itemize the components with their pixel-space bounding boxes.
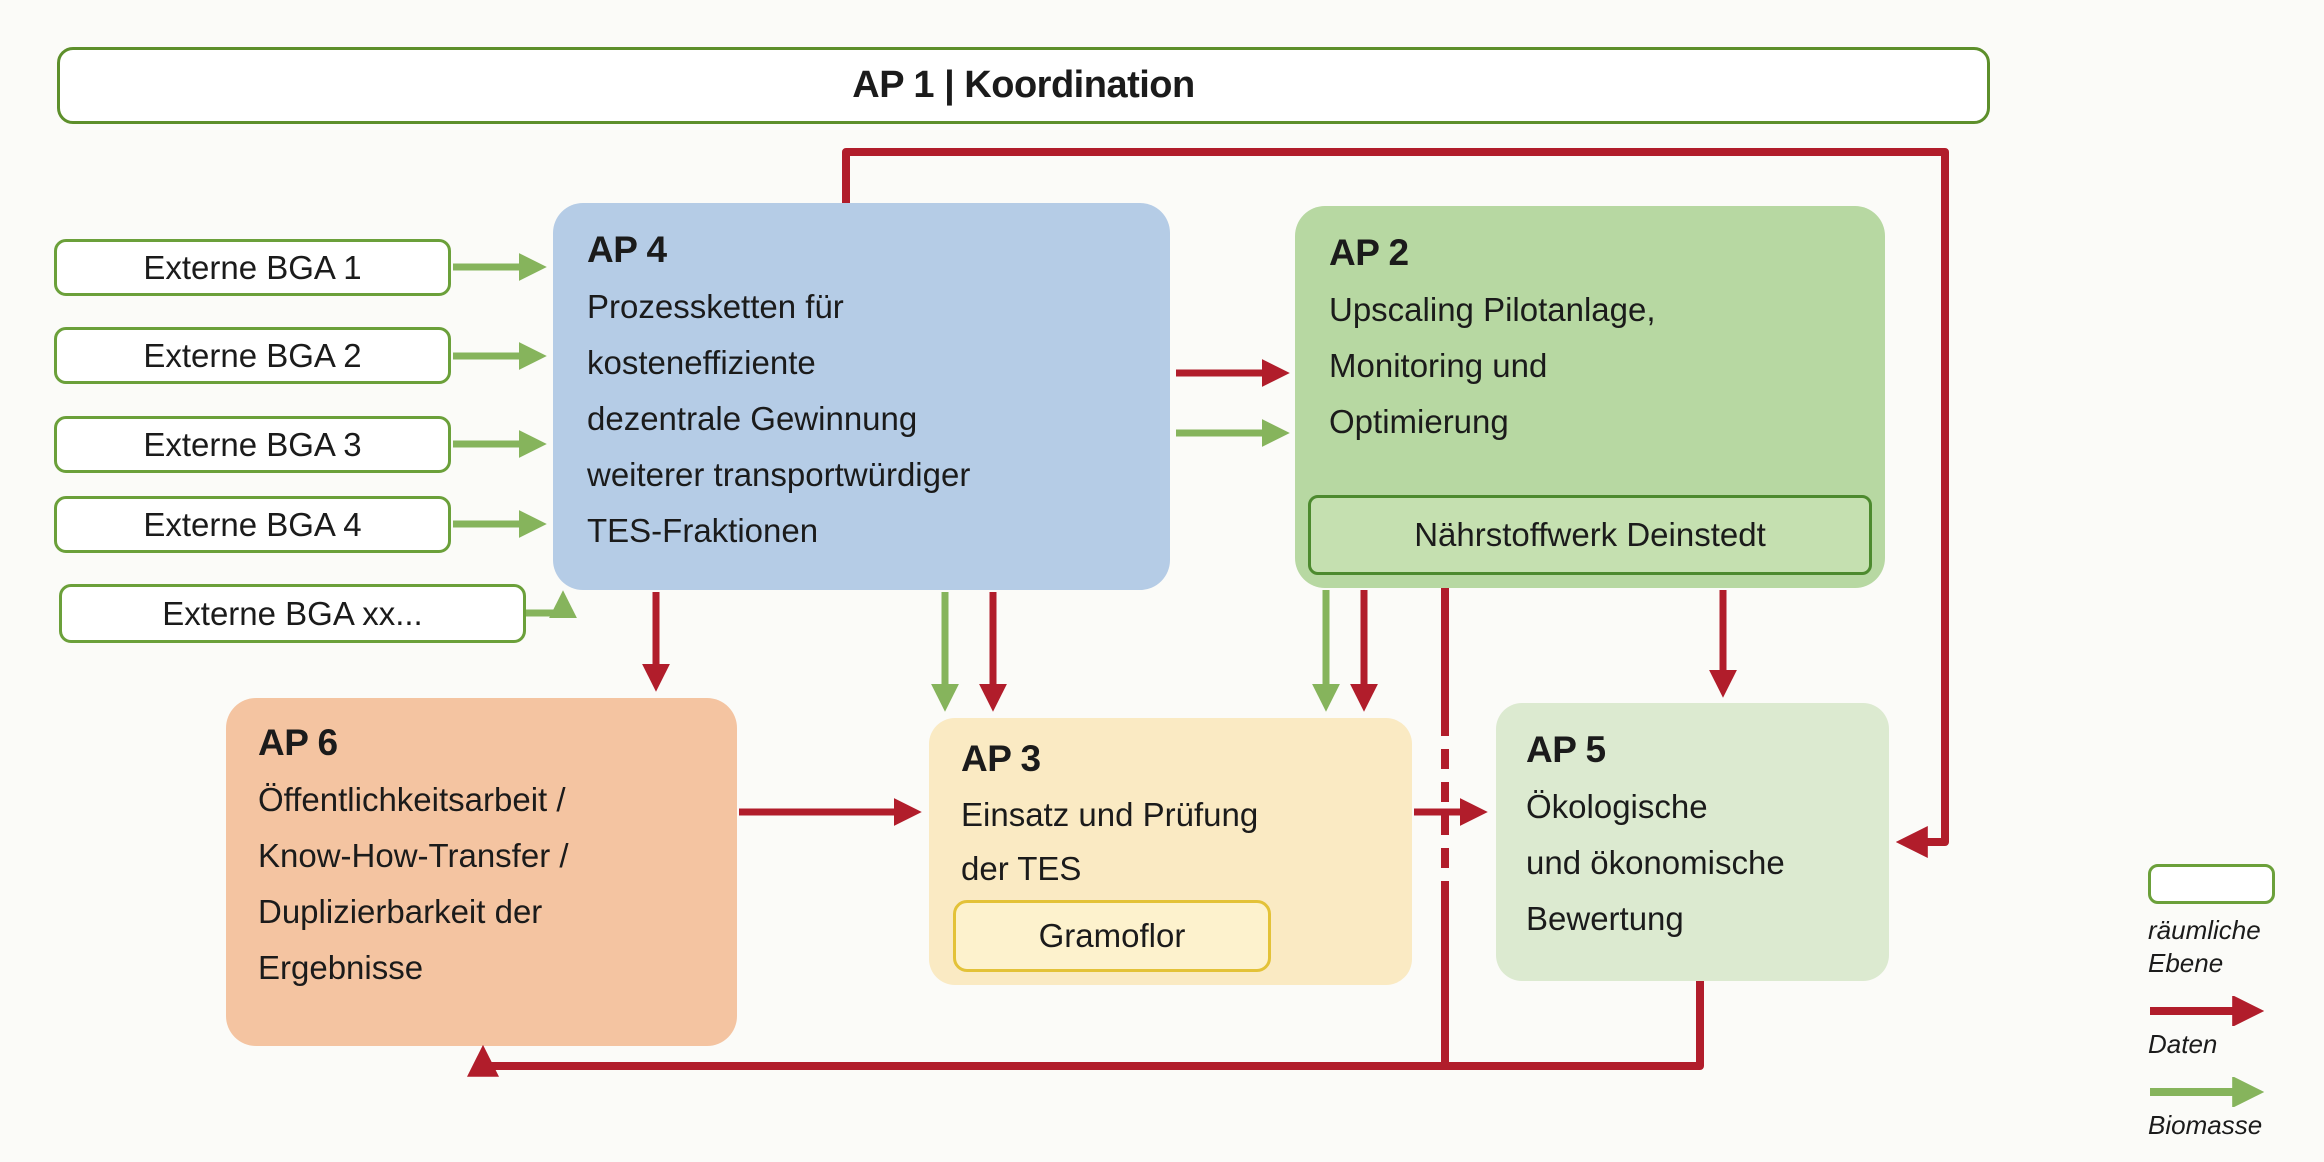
- legend-daten-arrow-icon: [2150, 996, 2265, 1026]
- node-ap2-line-1: Upscaling Pilotanlage,: [1329, 291, 1656, 328]
- node-ap5-line-3: Bewertung: [1526, 900, 1684, 937]
- node-ap6: AP 6 Öffentlichkeitsarbeit / Know-How-Tr…: [226, 698, 737, 1046]
- external-bga-4-box: Externe BGA 4: [54, 496, 451, 553]
- node-ap4: AP 4 Prozessketten für kosteneffiziente …: [553, 203, 1170, 590]
- legend-biomasse-arrow-icon: [2150, 1077, 2265, 1107]
- external-bga-1-label: Externe BGA 1: [143, 248, 362, 286]
- banner-title: AP 1 | Koordination: [852, 64, 1195, 106]
- node-ap3: AP 3 Einsatz und Prüfung der TES Gramofl…: [929, 718, 1412, 985]
- node-ap5-line-2: und ökonomische: [1526, 844, 1785, 881]
- edge-bgaxx-ap4-biomasse: [526, 590, 577, 619]
- external-bga-3-box: Externe BGA 3: [54, 416, 451, 473]
- partner-box-gramoflor: Gramoflor: [953, 900, 1271, 972]
- node-ap6-title: AP 6: [258, 722, 338, 763]
- node-ap6-line-4: Ergebnisse: [258, 949, 424, 986]
- node-ap3-title: AP 3: [961, 738, 1041, 779]
- node-ap5: AP 5 Ökologische und ökonomische Bewertu…: [1496, 703, 1889, 981]
- external-bga-1-box: Externe BGA 1: [54, 239, 451, 296]
- node-ap3-line-2: der TES: [961, 850, 1082, 887]
- partner-box-naehrstoffwerk: Nährstoffwerk Deinstedt: [1308, 495, 1872, 575]
- external-bga-2-label: Externe BGA 2: [143, 336, 362, 374]
- partner-naehrstoffwerk-label: Nährstoffwerk Deinstedt: [1414, 516, 1766, 553]
- node-ap4-line-5: TES-Fraktionen: [587, 512, 819, 549]
- node-ap2-title: AP 2: [1329, 232, 1409, 273]
- external-bga-xx-label: Externe BGA xx...: [162, 594, 423, 632]
- external-bga-3-label: Externe BGA 3: [143, 425, 362, 463]
- node-ap6-line-3: Duplizierbarkeit der: [258, 893, 543, 930]
- external-bga-xx-box: Externe BGA xx...: [59, 584, 526, 643]
- ap1-coordination-banner: AP 1 | Koordination: [57, 47, 1990, 124]
- node-ap4-line-3: dezentrale Gewinnung: [587, 400, 918, 437]
- node-ap4-line-4: weiterer transportwürdiger: [587, 456, 971, 493]
- external-bga-4-label: Externe BGA 4: [143, 505, 362, 543]
- legend-label-raeumliche: räumliche: [2148, 915, 2261, 945]
- legend-raeumliche-ebene-swatch: [2148, 864, 2275, 904]
- legend-label-ebene: Ebene: [2148, 948, 2224, 978]
- partner-gramoflor-label: Gramoflor: [1038, 917, 1186, 954]
- legend: räumliche Ebene Daten Biomasse: [2148, 864, 2316, 1142]
- node-ap2-line-2: Monitoring und: [1329, 347, 1548, 384]
- node-ap6-line-1: Öffentlichkeitsarbeit /: [258, 781, 566, 818]
- node-ap5-title: AP 5: [1526, 729, 1606, 770]
- node-ap4-line-1: Prozessketten für: [587, 288, 844, 325]
- node-ap4-line-2: kosteneffiziente: [587, 344, 816, 381]
- external-bga-2-box: Externe BGA 2: [54, 327, 451, 384]
- node-ap6-line-2: Know-How-Transfer /: [258, 837, 569, 874]
- node-ap3-line-1: Einsatz und Prüfung: [961, 796, 1259, 833]
- legend-label-daten: Daten: [2148, 1029, 2218, 1059]
- node-ap2-line-3: Optimierung: [1329, 403, 1509, 440]
- node-ap2: AP 2 Upscaling Pilotanlage, Monitoring u…: [1295, 206, 1885, 588]
- node-ap4-title: AP 4: [587, 229, 667, 270]
- legend-label-biomasse: Biomasse: [2148, 1110, 2263, 1140]
- node-ap5-line-1: Ökologische: [1526, 788, 1708, 825]
